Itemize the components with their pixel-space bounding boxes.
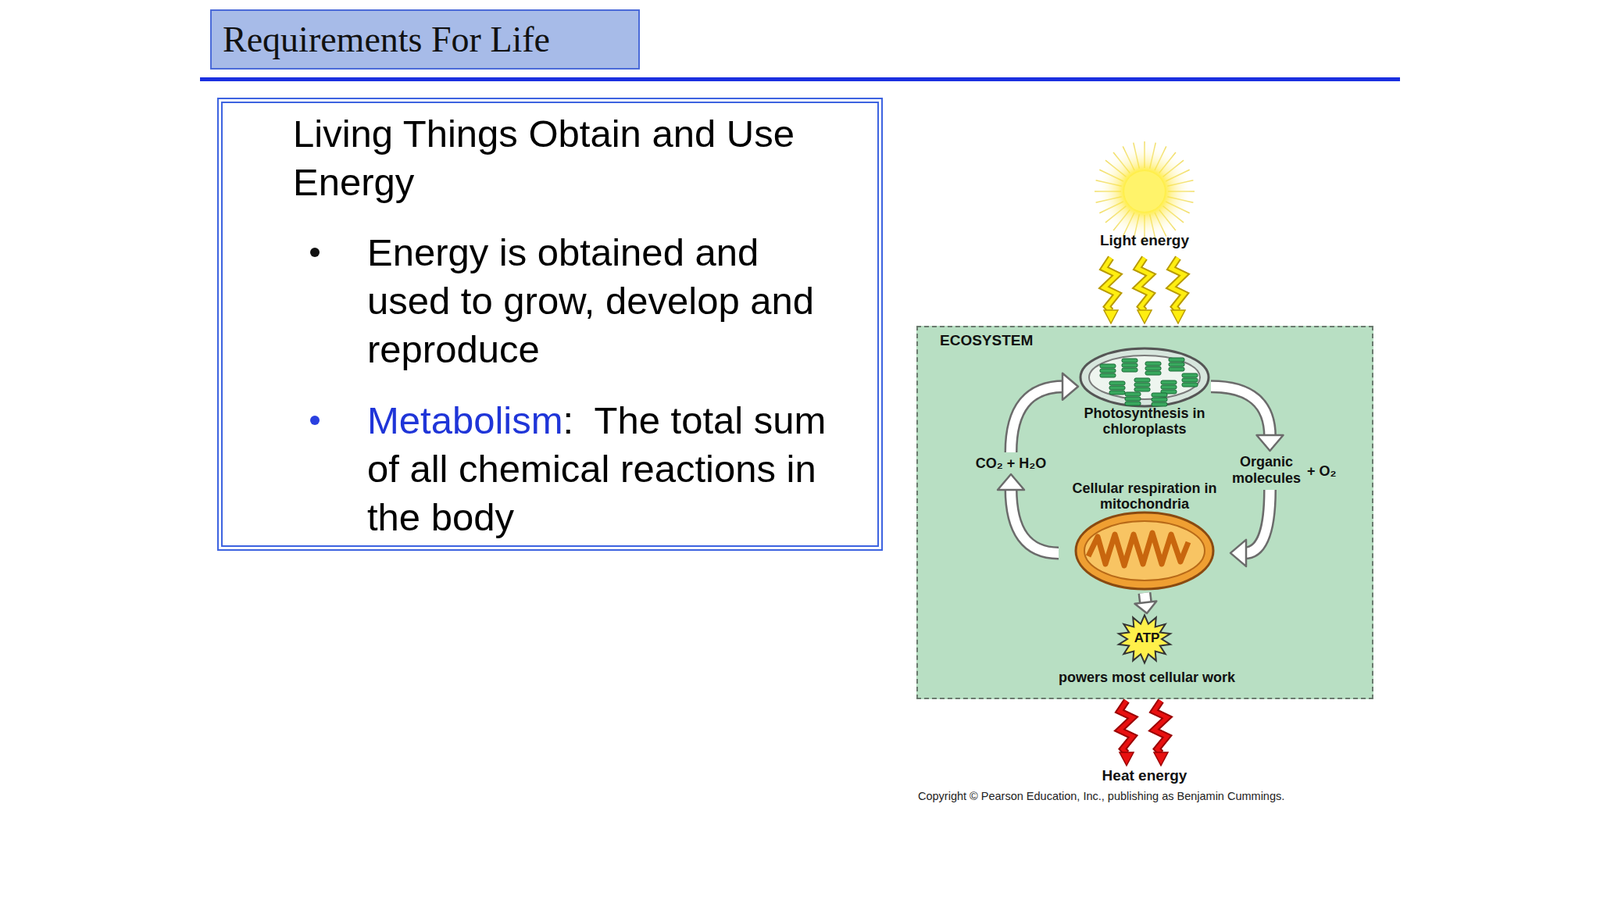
text-block: CO₂ + H₂O — [975, 455, 1047, 472]
text-panel: Living Things Obtain and Use EnergyEnerg… — [217, 97, 883, 551]
text-block: ATP — [1033, 630, 1261, 647]
title-banner: Requirements For Life — [210, 9, 640, 70]
text-block: Energy is obtained and used to grow, dev… — [367, 228, 850, 374]
heading-text: Living Things Obtain and Use Energy — [292, 112, 795, 204]
atp-node: ATP powers most cellular work — [1033, 613, 1261, 686]
heat-bolts — [1119, 700, 1168, 766]
light-bolts — [1103, 257, 1186, 324]
ecosystem-box: ECOSYSTEM Photosynthesis in chloroplastsC… — [916, 325, 1374, 700]
ecosystem-label: ECOSYSTEM — [939, 332, 1033, 349]
sun — [1096, 142, 1193, 240]
product-node: Organic molecules + O₂ — [1228, 450, 1347, 490]
bullet-dot — [310, 247, 320, 258]
title-text: Requirements For Life — [222, 19, 550, 60]
energy-input-label: Light energy — [1050, 232, 1239, 250]
text-block: Photosynthesis in chloroplasts — [1078, 405, 1211, 437]
product-label: Organic molecules — [1232, 453, 1301, 486]
text-block: Living Things Obtain and Use Energy — [292, 109, 840, 207]
bullet-text: Energy is obtained and used to grow, dev… — [367, 231, 815, 371]
text-block: Organic molecules — [1228, 453, 1304, 487]
oxygen-label: + O₂ — [1307, 463, 1337, 479]
sun-core — [1124, 171, 1165, 212]
caption-label: powers most cellular work — [1058, 669, 1236, 686]
term-text: Metabolism — [367, 399, 564, 442]
atp-label: ATP — [1134, 630, 1161, 646]
text-block: Metabolism: The total sum of all chemica… — [367, 396, 850, 542]
respiration-node: Cellular respiration in mitochondria — [1058, 478, 1231, 593]
title-rule — [200, 77, 1400, 82]
text-block: powers most cellular work — [1033, 669, 1261, 686]
reactant-label: CO₂ + H₂O — [975, 455, 1047, 472]
bullet-dot — [310, 415, 320, 425]
energy-output-label: Heat energy — [1050, 767, 1239, 785]
copyright-note: Copyright © Pearson Education, Inc., pub… — [917, 789, 1285, 804]
reactant-node: CO₂ + H₂O — [975, 452, 1047, 475]
process-label: Photosynthesis in chloroplasts — [1083, 405, 1205, 437]
text-block: Cellular respiration in mitochondria — [1062, 480, 1227, 512]
photosynthesis-node: Photosynthesis in chloroplasts — [1078, 346, 1211, 436]
text-block: + O₂ — [1307, 463, 1337, 480]
sun-rays — [1094, 141, 1195, 242]
process-label: Cellular respiration in mitochondria — [1071, 480, 1217, 512]
text-block: ECOSYSTEM — [939, 332, 1033, 350]
